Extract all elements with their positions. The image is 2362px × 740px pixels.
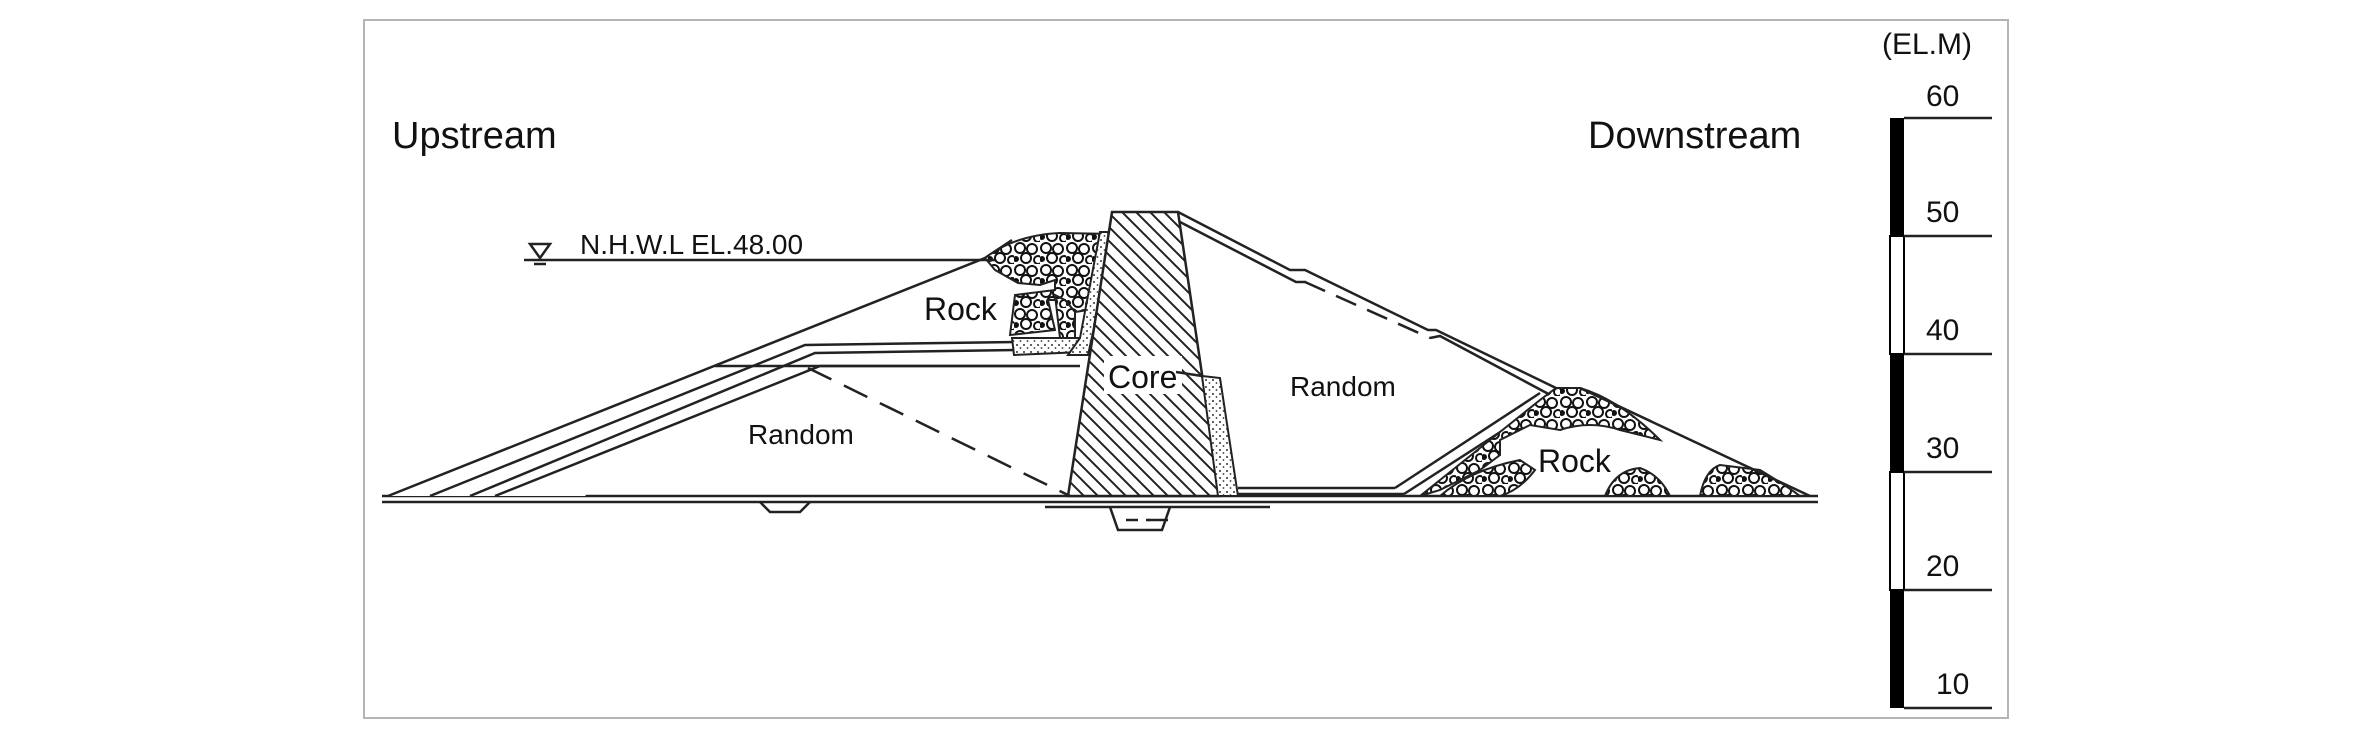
scale-segment-white — [1889, 235, 1905, 355]
rock-upstream-label: Rock — [924, 291, 998, 327]
random-downstream-label: Random — [1290, 371, 1396, 402]
water-level-marker — [524, 242, 995, 266]
scale-tick-label: 60 — [1926, 80, 1959, 113]
scale-tick-label: 30 — [1926, 432, 1959, 465]
upstream-label: Upstream — [392, 115, 557, 157]
downstream-label: Downstream — [1588, 115, 1801, 157]
scale-tick-label: 20 — [1926, 550, 1959, 583]
scale-segment-black — [1890, 590, 1904, 708]
figure-frame — [363, 19, 2009, 719]
rock-downstream-label: Rock — [1538, 443, 1612, 479]
scale-tick-label: 40 — [1926, 314, 1959, 347]
random-upstream-label: Random — [748, 419, 854, 450]
scale-segment-black — [1890, 354, 1904, 472]
scale-segment-black — [1890, 118, 1904, 236]
downstream-filter-zone — [1200, 374, 1240, 497]
scale-segment-white — [1889, 471, 1905, 591]
scale-tick-label: 10 — [1936, 668, 1969, 701]
downstream-rock-zone — [1419, 386, 1811, 498]
water-level-label: N.H.W.L EL.48.00 — [580, 229, 803, 260]
scale-unit: (EL.M) — [1882, 28, 1972, 61]
scale-tick-label: 50 — [1926, 196, 1959, 229]
upstream-random-zone — [387, 238, 1080, 498]
core-text-mask — [1104, 356, 1182, 394]
elevation-scale: (EL.M) 60 50 40 30 20 10 — [1882, 28, 1992, 710]
core-label: Core — [1108, 359, 1177, 395]
foundation-line — [382, 494, 1818, 532]
